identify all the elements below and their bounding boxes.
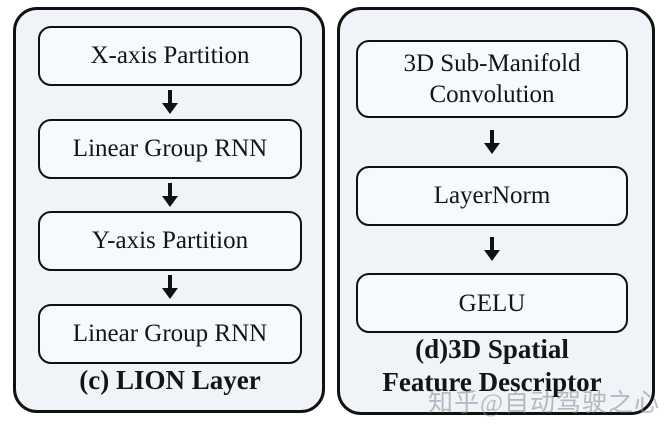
arrow-head	[484, 142, 500, 154]
flow-box-3d-sub-manifold-convolution: 3D Sub-Manifold Convolution	[356, 40, 628, 118]
flow-box-linear-group-rnn-1: Linear Group RNN	[38, 118, 302, 179]
panel-caption-3d-spatial-feature-descriptor: (d)3D Spatial Feature Descriptor	[382, 334, 602, 397]
panel-caption-lion-layer: (c) LION Layer	[79, 364, 261, 395]
arrow-down-icon	[38, 86, 302, 119]
arrow-stem	[168, 275, 172, 289]
arrow-stem	[168, 182, 172, 196]
arrow-head	[162, 103, 178, 115]
flow-box-layernorm: LayerNorm	[356, 165, 628, 226]
arrow-head	[162, 195, 178, 207]
flow-box-label: 3D Sub-Manifold Convolution	[403, 49, 581, 108]
flow-box-label: X-axis Partition	[90, 42, 250, 70]
arrow-head	[484, 250, 500, 262]
flow-box-y-axis-partition: Y-axis Partition	[38, 211, 302, 272]
panel-lion-layer: X-axis Partition Linear Group RNN Y-axis…	[13, 7, 325, 413]
arrow-stem	[168, 90, 172, 104]
arrow-down-icon	[356, 118, 628, 166]
flow-box-x-axis-partition: X-axis Partition	[38, 26, 302, 86]
panel-3d-spatial-feature-descriptor: 3D Sub-Manifold Convolution LayerNorm GE…	[337, 7, 655, 415]
flow-box-label: Y-axis Partition	[91, 227, 249, 255]
flow-box-linear-group-rnn-2: Linear Group RNN	[38, 303, 302, 364]
arrow-stem	[490, 129, 494, 143]
arrow-down-icon	[38, 271, 302, 304]
flow-box-label: LayerNorm	[433, 181, 551, 209]
arrow-stem	[490, 237, 494, 251]
flow-box-label: Linear Group RNN	[72, 319, 268, 347]
arrow-head	[162, 288, 178, 300]
arrow-down-icon	[38, 179, 302, 212]
flow-box-gelu: GELU	[356, 273, 628, 334]
arrow-down-icon	[356, 226, 628, 274]
flow-box-label: GELU	[458, 289, 526, 317]
flow-box-label: Linear Group RNN	[72, 134, 268, 162]
